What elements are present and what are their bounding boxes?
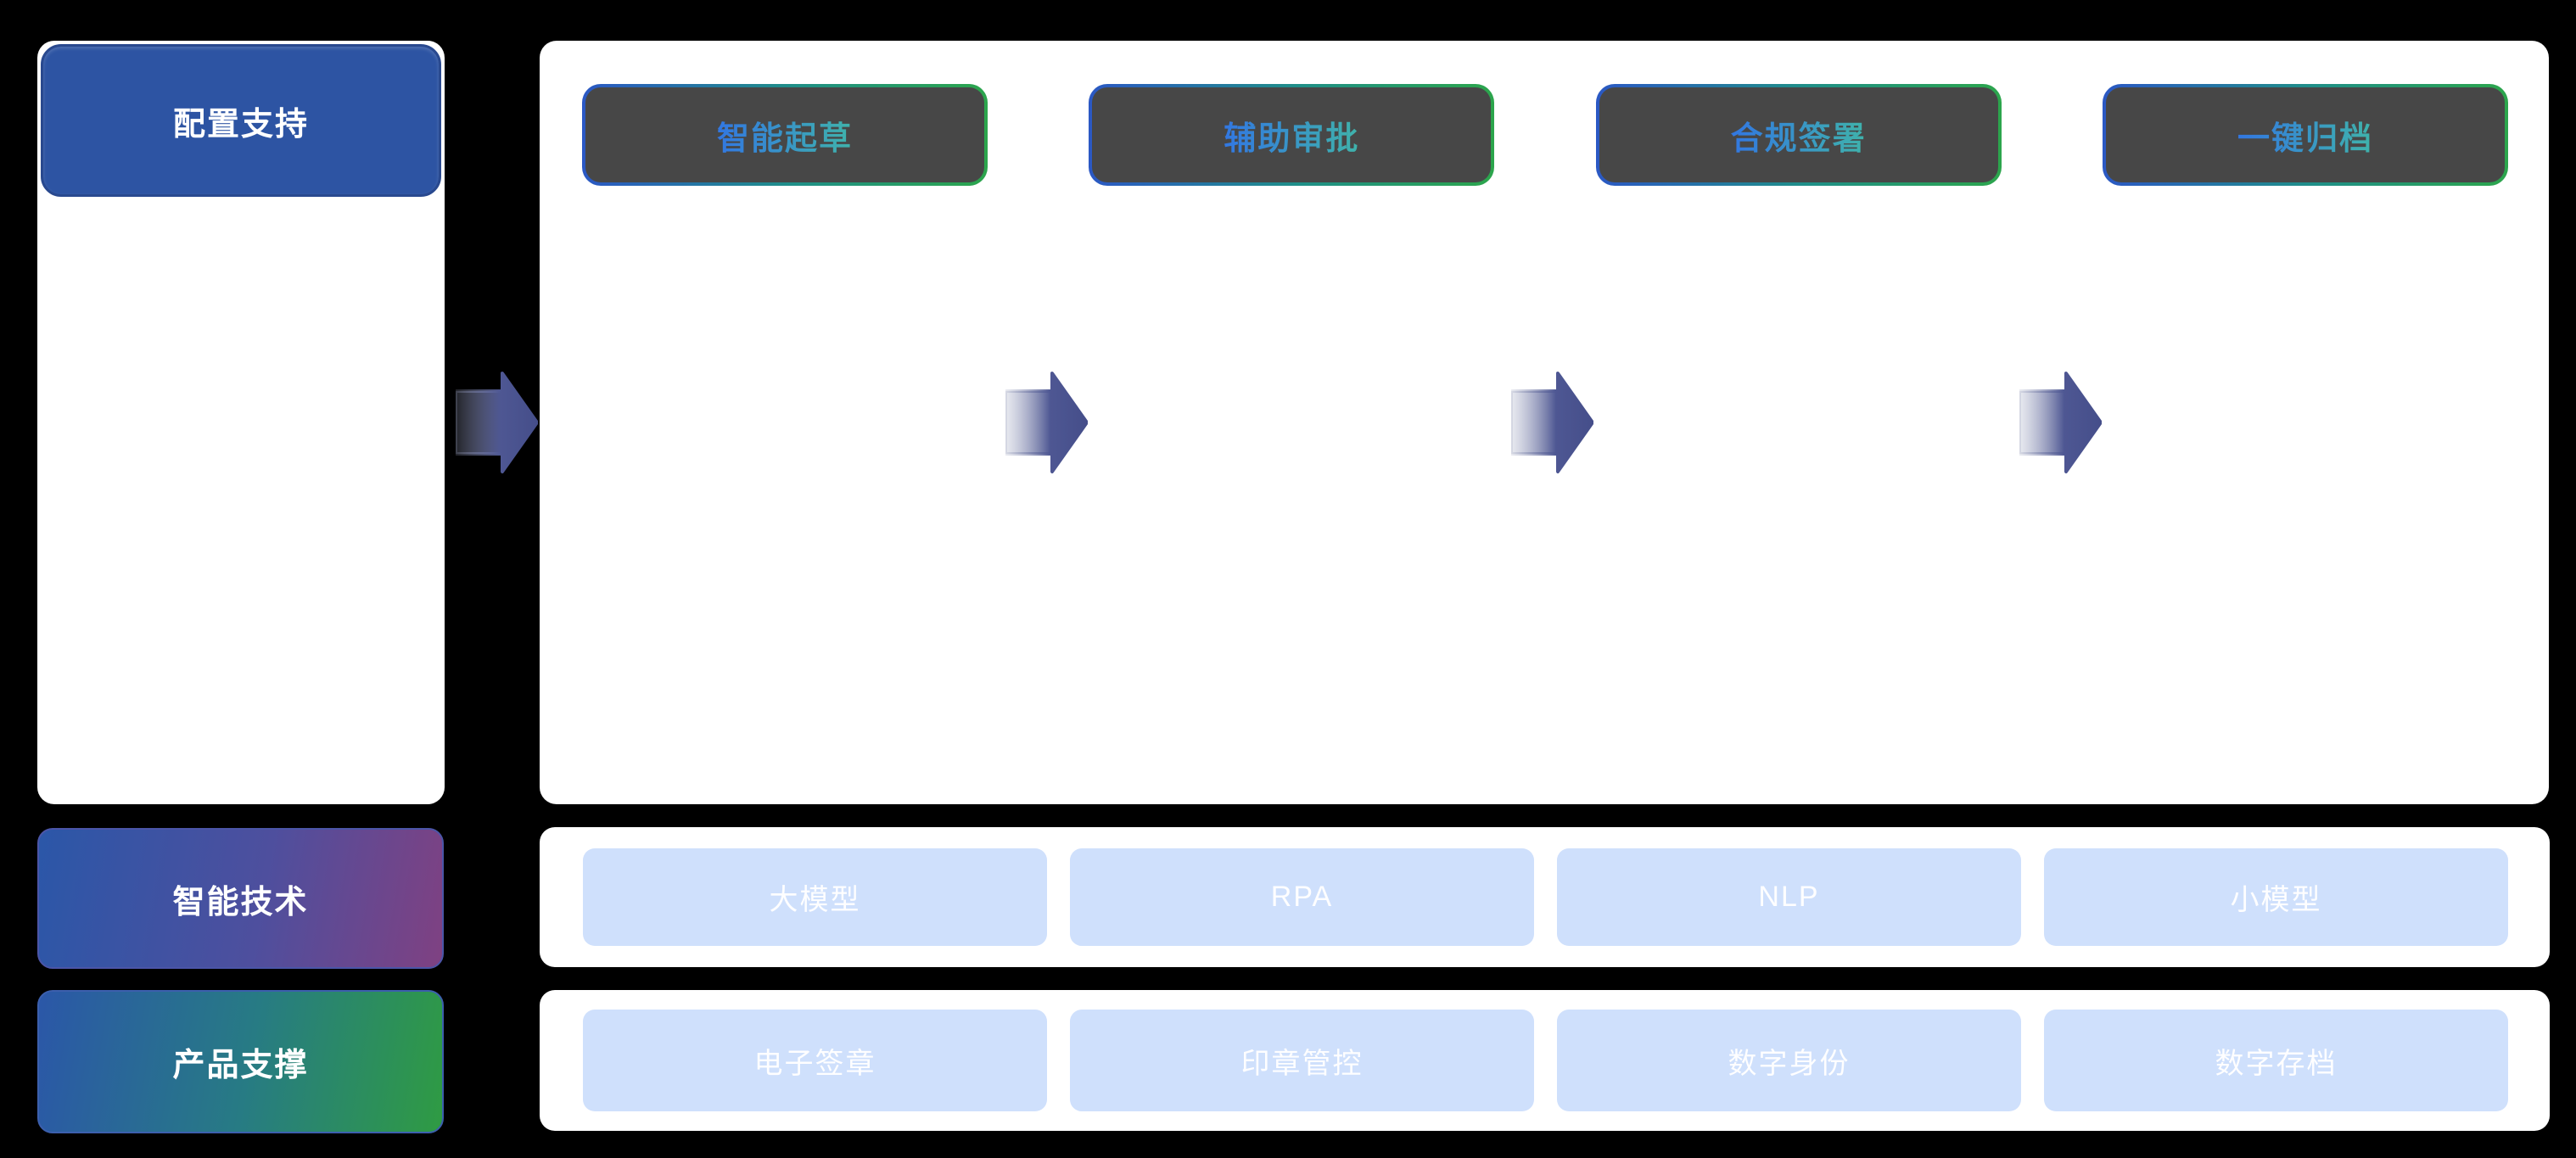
product-support-label: 产品支撑 bbox=[172, 1048, 309, 1083]
chip-label: 印章管控 bbox=[1240, 1047, 1364, 1080]
tech-chip-rpa: RPA bbox=[1070, 848, 1534, 946]
config-support-label: 配置支持 bbox=[172, 106, 309, 143]
step-node-smart-drafting: 智能起草 bbox=[582, 84, 988, 186]
product-chip-digital-archive: 数字存档 bbox=[2044, 1010, 2508, 1111]
intelligent-technology-label: 智能技术 bbox=[172, 884, 309, 920]
config-support-header: 配置支持 bbox=[41, 44, 441, 197]
step-node-compliant-signing: 合规签署 bbox=[1595, 84, 2002, 186]
step-label: 智能起草 bbox=[717, 112, 853, 159]
product-chip-e-signature: 电子签章 bbox=[583, 1010, 1047, 1111]
flow-arrow-icon bbox=[1005, 372, 1088, 473]
process-steps-row: 智能起草 辅助审批 合规签署 一键归档 bbox=[582, 84, 2508, 186]
step-label: 一键归档 bbox=[2237, 112, 2373, 159]
product-chip-row: 电子签章 印章管控 数字身份 数字存档 bbox=[583, 1010, 2508, 1111]
chip-label: 大模型 bbox=[769, 884, 861, 916]
chip-label: 电子签章 bbox=[753, 1047, 876, 1080]
flow-arrow-icon bbox=[456, 372, 538, 473]
product-chip-digital-identity: 数字身份 bbox=[1557, 1010, 2021, 1111]
product-chip-seal-control: 印章管控 bbox=[1070, 1010, 1534, 1111]
flow-arrow-icon bbox=[1511, 372, 1593, 473]
tech-chip-nlp: NLP bbox=[1557, 848, 2021, 946]
tech-chip-large-model: 大模型 bbox=[583, 848, 1047, 946]
tech-chip-row: 大模型 RPA NLP 小模型 bbox=[583, 848, 2508, 946]
intelligent-technology-box: 智能技术 bbox=[37, 828, 444, 969]
chip-label: RPA bbox=[1270, 881, 1334, 913]
product-support-box: 产品支撑 bbox=[37, 990, 444, 1133]
chip-label: 小模型 bbox=[2230, 884, 2322, 916]
step-node-assisted-approval: 辅助审批 bbox=[1089, 84, 1495, 186]
step-label: 合规签署 bbox=[1731, 112, 1867, 159]
step-node-one-click-archiving: 一键归档 bbox=[2102, 84, 2508, 186]
step-label: 辅助审批 bbox=[1224, 112, 1359, 159]
chip-label: 数字身份 bbox=[1728, 1047, 1851, 1080]
flow-arrow-icon bbox=[2019, 372, 2102, 473]
chip-label: 数字存档 bbox=[2215, 1047, 2338, 1080]
tech-chip-small-model: 小模型 bbox=[2044, 848, 2508, 946]
chip-label: NLP bbox=[1758, 881, 1820, 913]
